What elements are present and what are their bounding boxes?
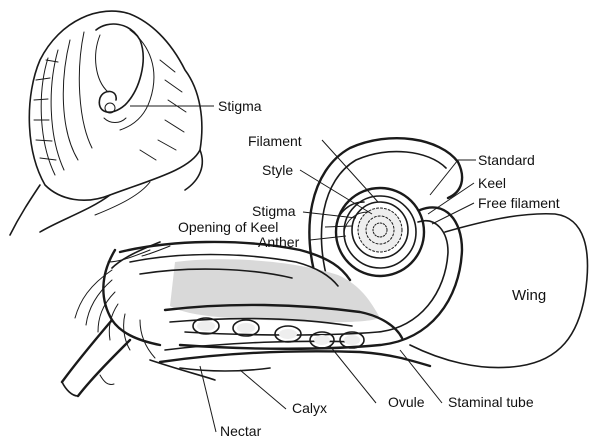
wing-shape: [410, 214, 587, 368]
label-calyx: Calyx: [292, 400, 327, 416]
label-opening-of-keel: Opening of Keel: [178, 219, 278, 235]
label-stigma-top: Stigma: [218, 98, 262, 114]
label-staminal-tube: Staminal tube: [448, 394, 534, 410]
label-filament: Filament: [248, 133, 302, 149]
label-keel: Keel: [478, 175, 506, 191]
keel-coil: [336, 188, 424, 276]
label-anther: Anther: [258, 234, 300, 250]
label-stigma: Stigma: [252, 203, 296, 219]
label-nectar: Nectar: [220, 423, 262, 438]
flower-section-illustration: [62, 138, 587, 396]
label-wing: Wing: [512, 287, 546, 304]
label-ovule: Ovule: [388, 394, 425, 410]
label-style: Style: [262, 162, 293, 178]
keel-coil-illustration: [10, 11, 202, 235]
label-standard: Standard: [478, 152, 535, 168]
label-free-filament: Free filament: [478, 195, 560, 211]
